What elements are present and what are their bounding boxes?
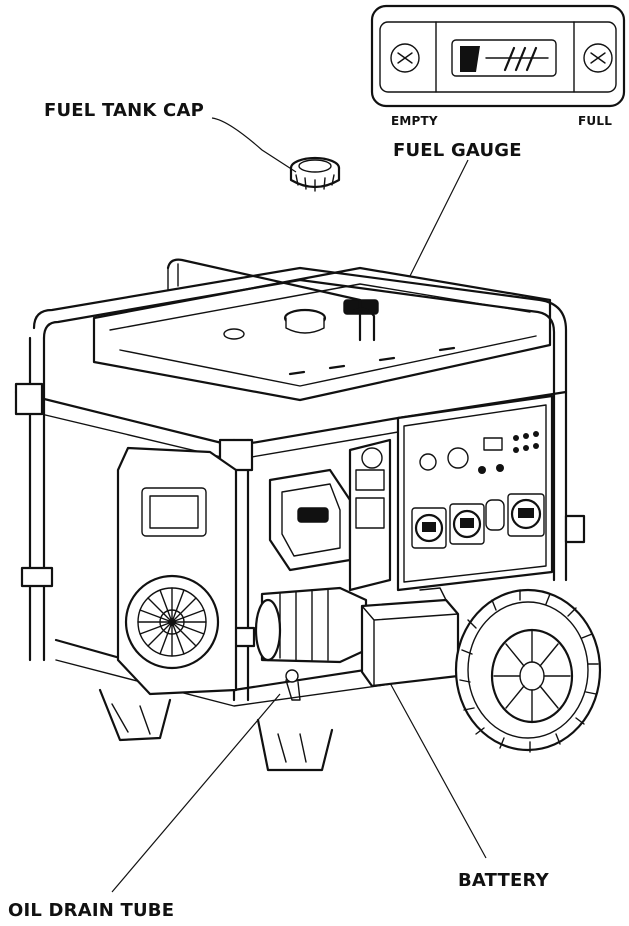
- wheel: [454, 588, 602, 753]
- fuel-gauge-inset: [370, 4, 626, 108]
- generator-body: [14, 258, 602, 772]
- label-fuel-tank-cap: FUEL TANK CAP: [44, 100, 204, 121]
- battery-part: [360, 598, 460, 688]
- label-oil-drain-tube: OIL DRAIN TUBE: [8, 900, 175, 921]
- outlet-icon: [449, 503, 485, 545]
- control-panel: [396, 394, 554, 592]
- label-gauge-empty: EMPTY: [391, 114, 438, 128]
- leader-lines: [111, 117, 487, 893]
- outlet-icon: [411, 507, 447, 549]
- gauge-needle-icon: [460, 46, 480, 72]
- fuel-tank: [92, 266, 552, 402]
- label-battery: BATTERY: [458, 870, 549, 891]
- oil-drain-plug: [285, 669, 299, 683]
- label-gauge-full: FULL: [578, 114, 613, 128]
- label-fuel-gauge: FUEL GAUGE: [393, 140, 522, 161]
- outlet-icon: [507, 493, 545, 537]
- fuel-tank-cap-part: [289, 156, 341, 192]
